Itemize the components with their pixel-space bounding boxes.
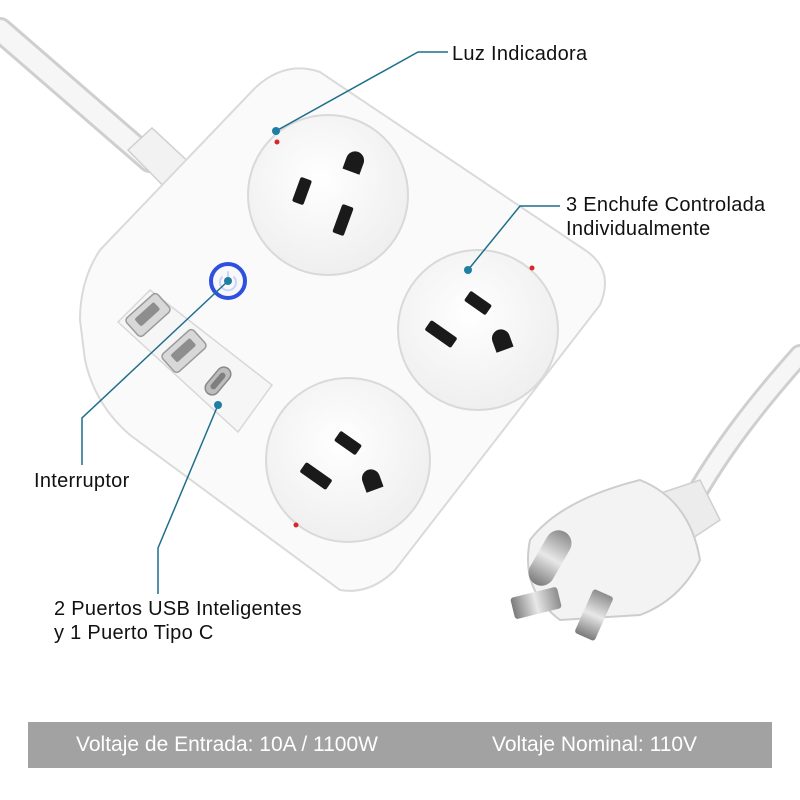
indicator-light-right <box>529 265 535 271</box>
indicator-light-text: Luz Indicadora <box>452 43 588 65</box>
callout-indicator <box>272 51 448 135</box>
outlet-bottom[interactable] <box>265 377 431 543</box>
outlet-top[interactable] <box>247 114 409 276</box>
outlet-right[interactable] <box>397 249 559 411</box>
usb-text-line1: 2 Puertos USB Inteligentes <box>54 598 302 620</box>
outlets-label: 3 Enchufe Controlada Individualmente <box>566 193 765 241</box>
outlets-text-line1: 3 Enchufe Controlada <box>566 194 766 216</box>
nominal-voltage-spec: Voltaje Nominal: 110V <box>492 733 698 756</box>
switch-label: Interruptor <box>34 469 130 493</box>
usb-text-line2: y 1 Puerto Tipo C <box>54 622 214 644</box>
callout-outlets <box>464 205 560 274</box>
spec-bar: Voltaje de Entrada: 10A / 1100W Voltaje … <box>28 722 772 768</box>
indicator-light-label: Luz Indicadora <box>452 42 587 66</box>
usb-label: 2 Puertos USB Inteligentes y 1 Puerto Ti… <box>54 597 302 645</box>
usb-port-1[interactable] <box>124 292 171 338</box>
power-cord-right <box>679 344 800 516</box>
usb-port-2[interactable] <box>160 328 207 374</box>
power-strip-body <box>78 67 606 592</box>
usb-c-port[interactable] <box>202 364 233 398</box>
callout-switch <box>81 277 232 465</box>
power-plug <box>510 478 721 641</box>
input-voltage-spec: Voltaje de Entrada: 10A / 1100W <box>76 733 378 756</box>
indicator-light-bottom <box>293 522 299 528</box>
usb-panel <box>116 289 274 434</box>
switch-text: Interruptor <box>34 470 130 492</box>
callout-usb <box>157 401 222 594</box>
outlets-text-line2: Individualmente <box>566 218 711 240</box>
indicator-light-top <box>274 139 280 145</box>
